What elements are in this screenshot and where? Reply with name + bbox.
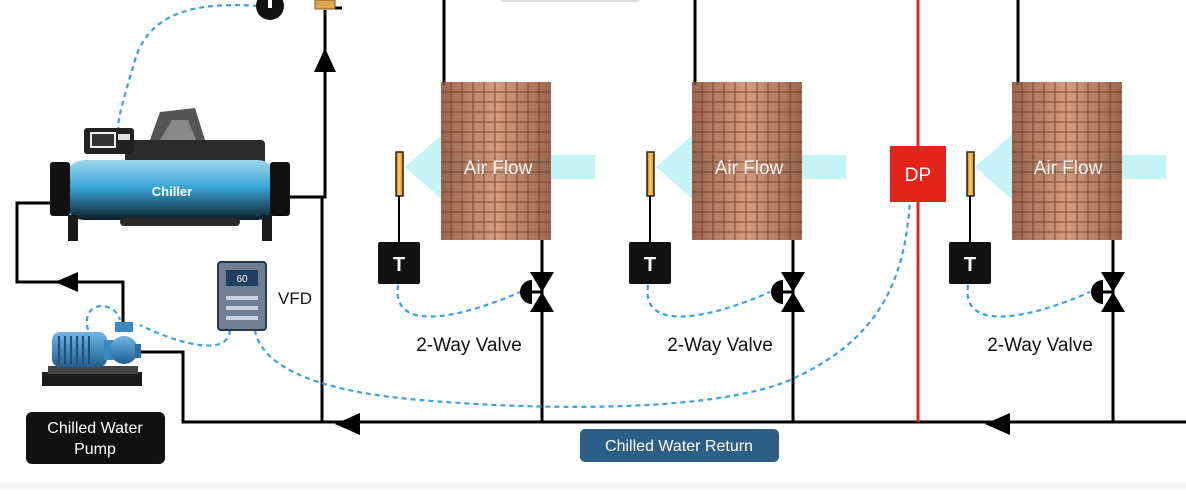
top-partial-panel — [500, 0, 640, 2]
valve-label-2: 2-Way Valve — [667, 335, 773, 356]
temp-controller-label-3: T — [964, 254, 976, 276]
two-way-valve-3 — [1091, 272, 1125, 312]
coil-2 — [692, 82, 802, 240]
pump-label-line-1: Chilled Water — [47, 420, 143, 437]
air-sensor-1 — [395, 151, 404, 197]
valve-label-3: 2-Way Valve — [987, 335, 1093, 356]
pipe-network — [15, 0, 1186, 424]
pump-label-line-2: Pump — [74, 441, 116, 458]
temp-controller-1: T — [378, 242, 420, 284]
temp-controller-3: T — [949, 242, 991, 284]
coil-1 — [441, 82, 551, 240]
return-flow-arrow-left — [335, 413, 360, 435]
chiller: Chiller — [50, 108, 290, 241]
top-flow-meter — [314, 0, 336, 10]
air-sensor-3 — [966, 151, 975, 197]
airflow-label-2: Air Flow — [715, 158, 784, 179]
loop-flow-arrow — [55, 272, 78, 292]
top-temperature-sensor — [256, 0, 284, 20]
chilled-water-pump — [42, 322, 142, 386]
return-label-box: Chilled Water Return — [580, 429, 779, 462]
airflow-label-3: Air Flow — [1034, 158, 1103, 179]
pump-label-box: Chilled Water Pump — [26, 412, 165, 464]
vfd-label: VFD — [278, 289, 312, 308]
air-sensors — [395, 151, 975, 242]
two-way-valve-1 — [520, 272, 554, 312]
air-sensor-2 — [646, 151, 655, 197]
dp-label: DP — [905, 165, 931, 186]
vfd-panel: 60 — [217, 261, 267, 331]
vfd-display-value: 60 — [236, 274, 248, 285]
temp-controller-label-1: T — [393, 254, 405, 276]
return-label: Chilled Water Return — [605, 438, 753, 455]
chiller-label: Chiller — [152, 184, 192, 199]
two-way-valve-2 — [771, 272, 805, 312]
temp-controller-2: T — [629, 242, 671, 284]
dp-sensor: DP — [890, 146, 946, 202]
bottom-strip — [0, 482, 1186, 489]
supply-flow-arrow — [314, 48, 336, 72]
valve-label-1: 2-Way Valve — [416, 335, 522, 356]
flow-arrows — [55, 48, 1010, 435]
control-signal-lines — [85, 4, 1091, 408]
coil-3 — [1012, 82, 1122, 240]
return-flow-arrow-right — [985, 413, 1010, 435]
airflow-label-1: Air Flow — [464, 158, 533, 179]
temp-controller-label-2: T — [644, 254, 656, 276]
